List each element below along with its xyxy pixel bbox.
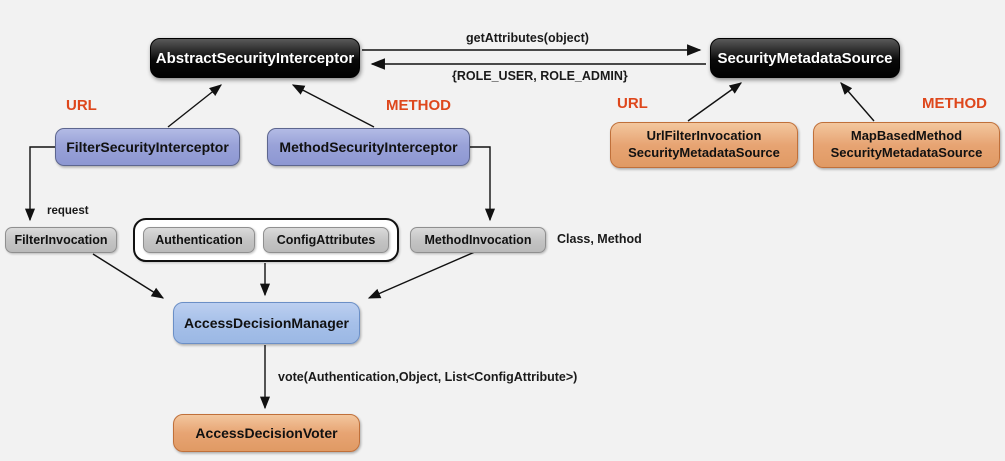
node-method-invocation: MethodInvocation: [410, 227, 546, 253]
connector-filter-to-filterinvocation: [24, 146, 55, 222]
connector-methodinvocation-to-adm: [367, 250, 478, 299]
label-method-left: METHOD: [386, 97, 451, 114]
node-label-line2: SecurityMetadataSource: [628, 145, 780, 160]
connector-filter-to-abstract: [167, 84, 222, 128]
node-access-decision-manager: AccessDecisionManager: [173, 302, 360, 344]
connector-urlfilter-to-smd: [687, 82, 743, 122]
node-config-attributes: ConfigAttributes: [263, 227, 389, 253]
node-filter-invocation: FilterInvocation: [5, 227, 117, 253]
node-authentication: Authentication: [143, 227, 255, 253]
node-label-line1: MapBasedMethod: [850, 128, 963, 144]
label-url-left: URL: [66, 97, 97, 114]
node-abstract-security-interceptor: AbstractSecurityInterceptor: [150, 38, 360, 78]
node-filter-security-interceptor: FilterSecurityInterceptor: [55, 128, 240, 166]
label-method-right: METHOD: [922, 95, 987, 112]
node-map-based-method-sms: MapBasedMethod SecurityMetadataSource: [813, 122, 1000, 168]
connector-method-to-methodinvocation: [470, 146, 496, 222]
connector-filterinvocation-to-adm: [92, 253, 165, 299]
connector-mapbased-to-smd: [840, 82, 875, 122]
connector-method-to-abstract: [291, 84, 375, 128]
node-label-line1: UrlFilterInvocation: [646, 128, 762, 144]
label-request: request: [47, 205, 89, 217]
label-url-right: URL: [617, 95, 648, 112]
node-method-security-interceptor: MethodSecurityInterceptor: [267, 128, 470, 166]
node-access-decision-voter: AccessDecisionVoter: [173, 414, 360, 452]
node-label-line2: SecurityMetadataSource: [830, 145, 983, 160]
label-get-attributes: getAttributes(object): [466, 31, 589, 45]
label-vote: vote(Authentication,Object, List<ConfigA…: [278, 370, 578, 384]
node-url-filter-invocation-sms: UrlFilterInvocation SecurityMetadataSour…: [610, 122, 798, 168]
node-security-metadata-source: SecurityMetadataSource: [710, 38, 900, 78]
label-roles: {ROLE_USER, ROLE_ADMIN}: [452, 69, 628, 83]
label-class-method: Class, Method: [557, 232, 642, 246]
